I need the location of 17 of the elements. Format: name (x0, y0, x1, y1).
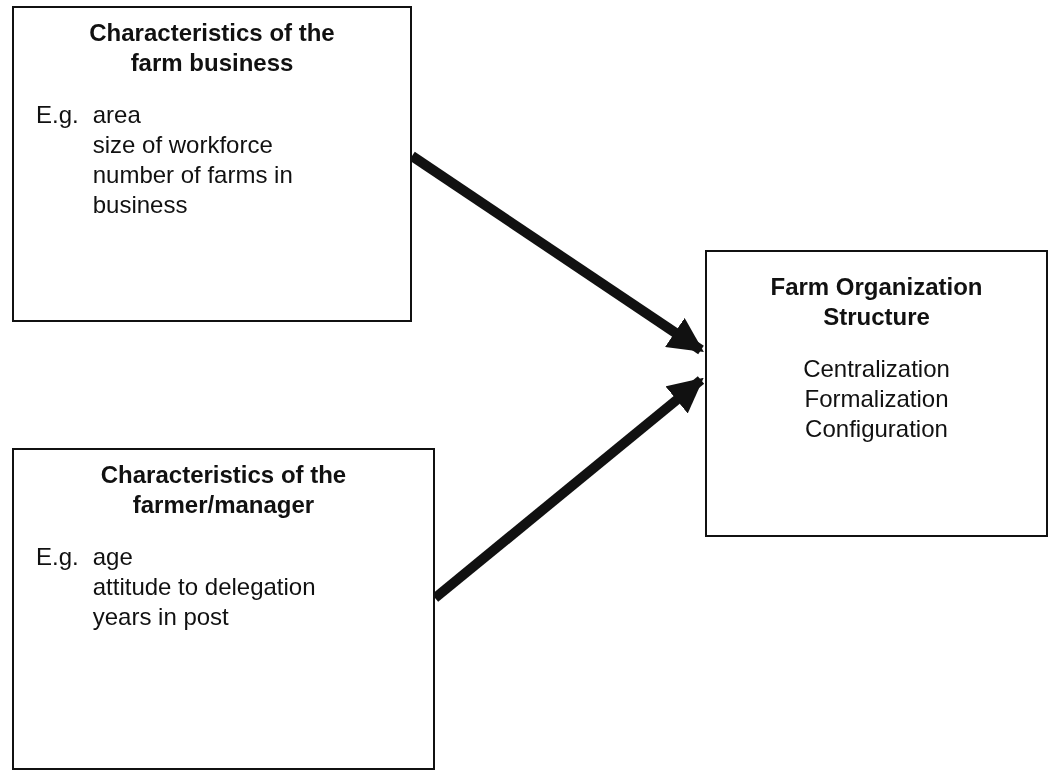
list-item: age (92, 542, 133, 572)
list-item: Formalization (803, 384, 950, 414)
list-item: size of workforce (92, 130, 273, 160)
list-item: Configuration (804, 414, 949, 444)
list-item: attitude to delegation (92, 572, 316, 602)
text-box (705, 250, 1048, 537)
example-label: E.g. (36, 542, 79, 572)
list-item: years in post (92, 602, 229, 632)
text-box (12, 448, 435, 770)
box-heading: Farm Organization Structure (769, 272, 984, 332)
box-heading: Characteristics of the farm business (88, 18, 336, 78)
list-item: area (92, 100, 141, 130)
list-item: number of farms in business (92, 160, 294, 220)
text-box (12, 6, 412, 322)
box-heading: Characteristics of the farmer/manager (99, 460, 348, 520)
example-label: E.g. (36, 100, 79, 130)
list-item: Centralization (802, 354, 951, 384)
